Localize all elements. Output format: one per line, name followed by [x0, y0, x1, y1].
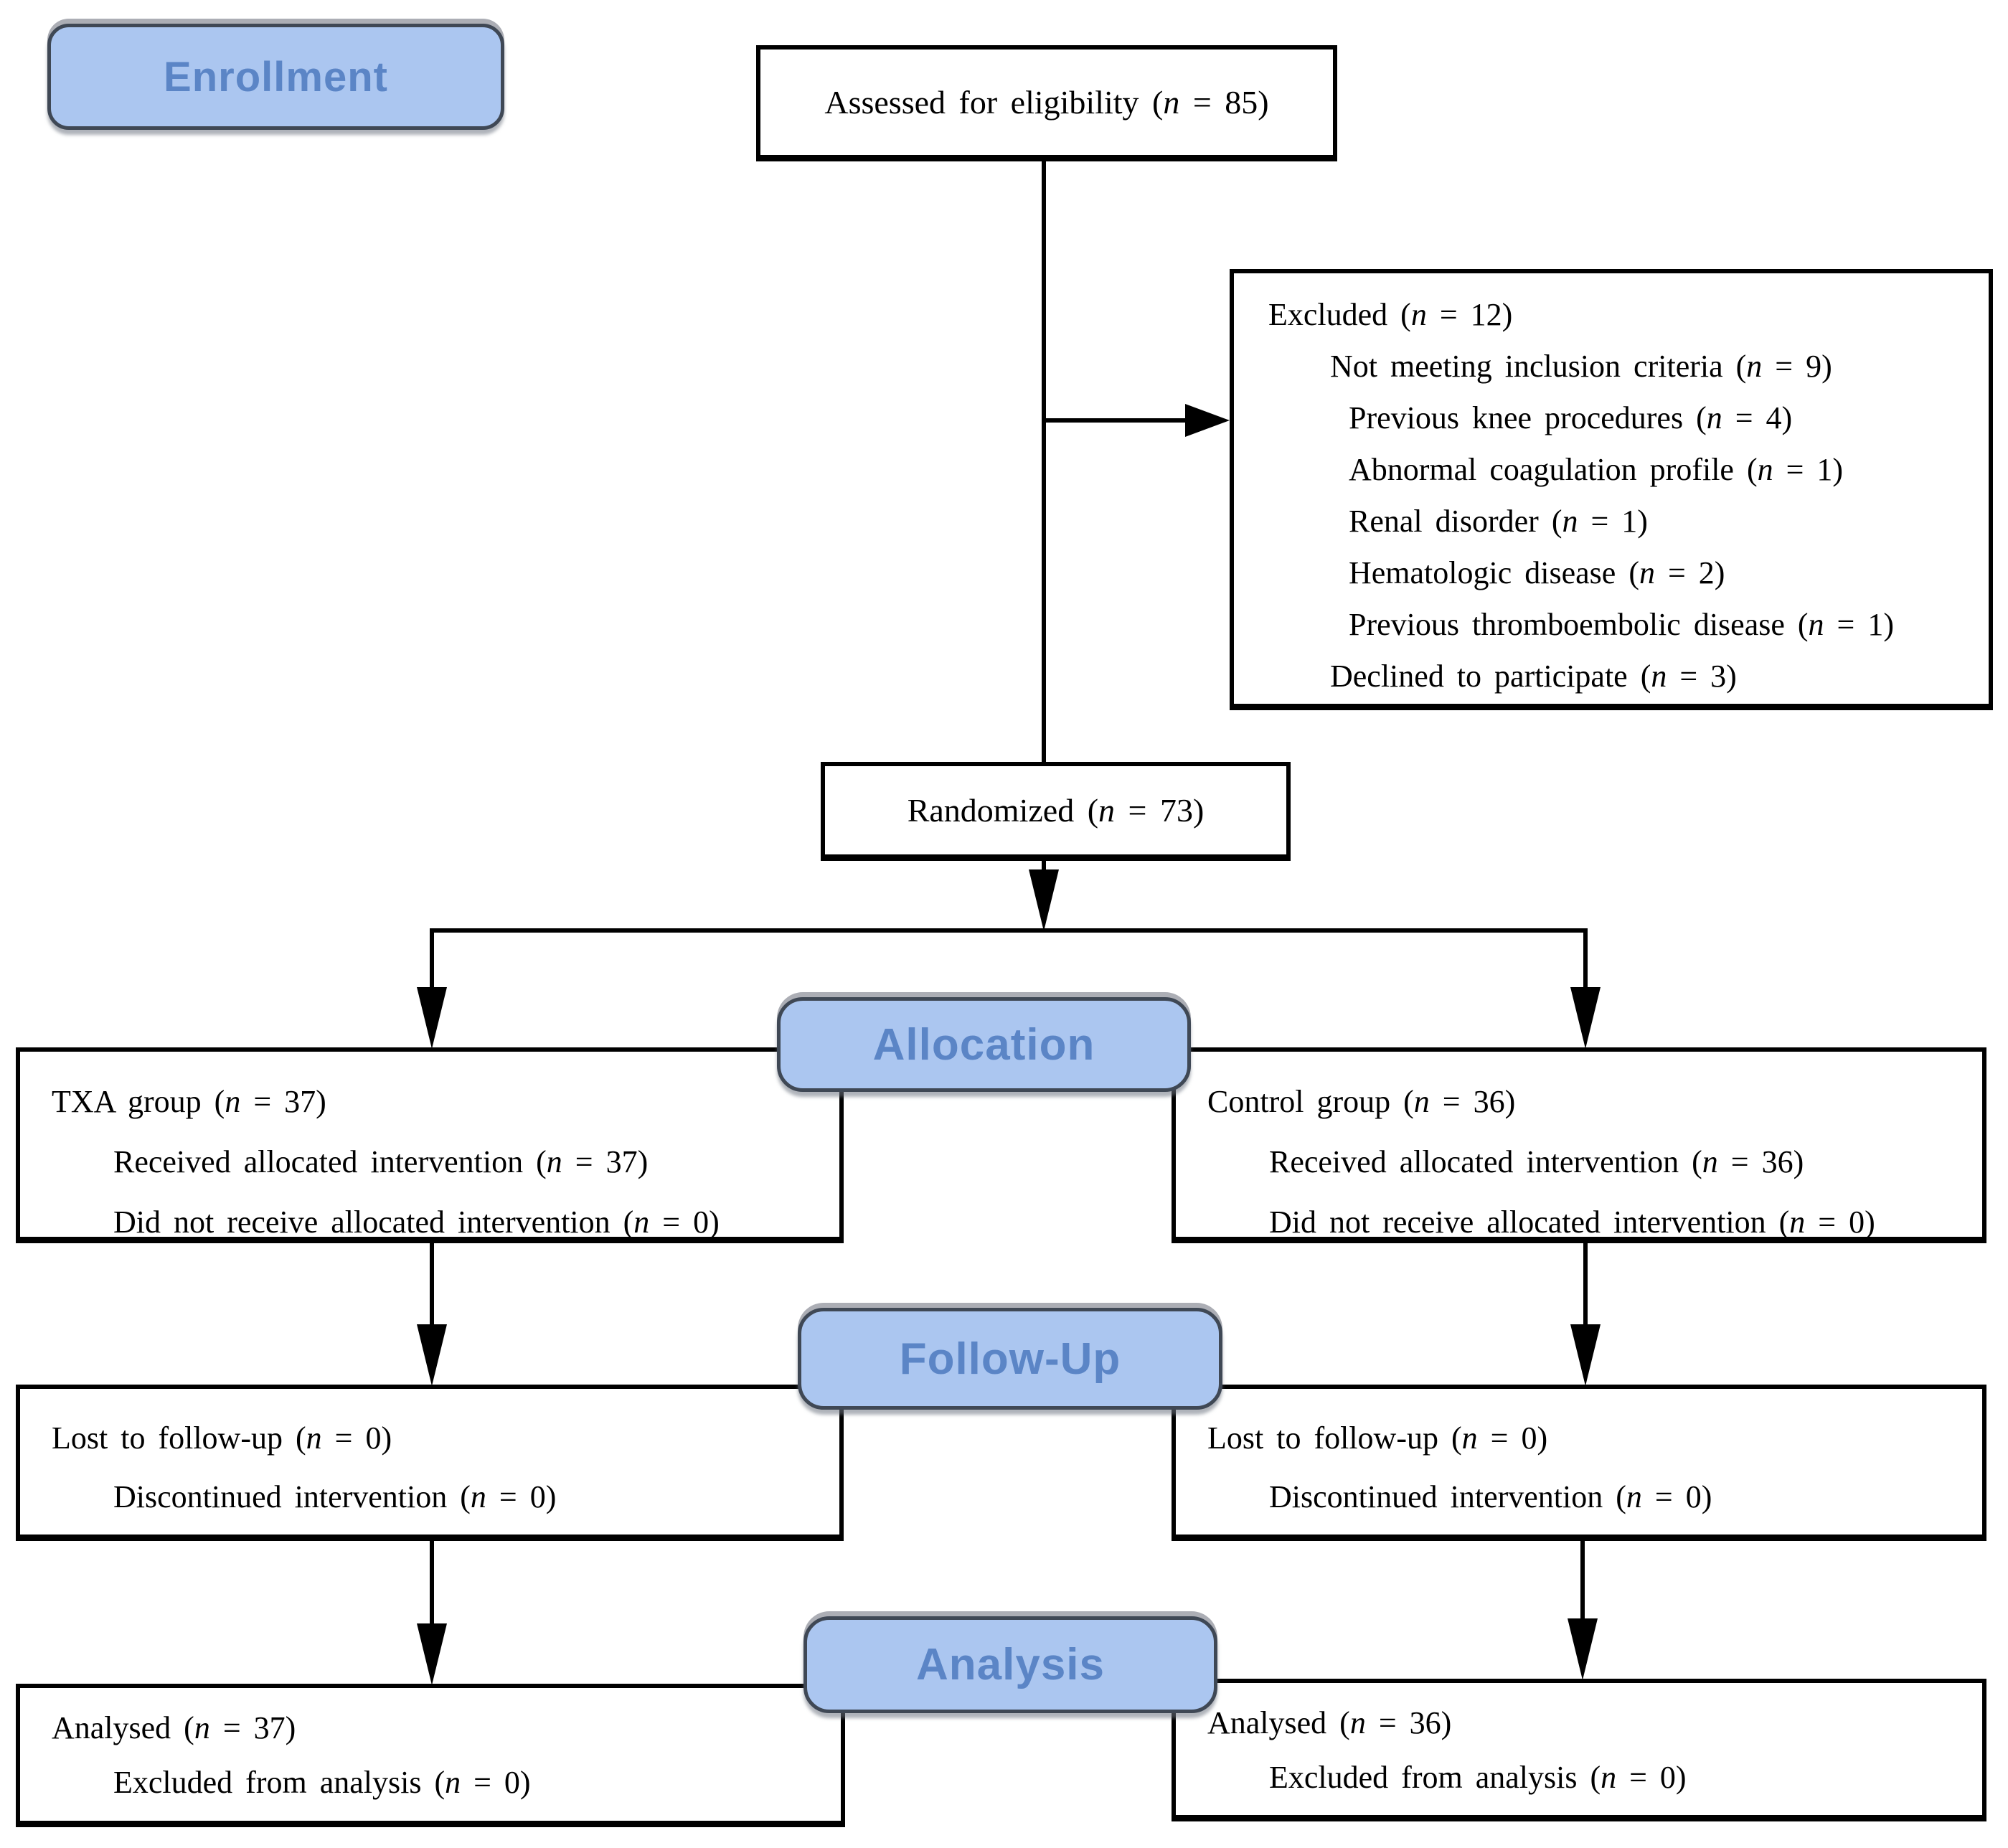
- box-line: TXA group (n = 37): [52, 1084, 326, 1119]
- box-analysed-right: Analysed (n = 36) Excluded from analysis …: [1172, 1679, 1986, 1821]
- arrowhead-into-splitter: [1029, 869, 1059, 931]
- arrowhead-into-excluded: [1185, 404, 1230, 437]
- box-line: Lost to follow-up (n = 0): [52, 1420, 392, 1456]
- box-line: Assessed for eligibility (n = 85): [824, 84, 1269, 121]
- box-line: Previous thromboembolic disease (n = 1): [1349, 607, 1895, 642]
- box-line: Discontinued intervention (n = 0): [113, 1479, 557, 1514]
- box-line: Randomized (n = 73): [907, 792, 1205, 829]
- box-line: Abnormal coagulation profile (n = 1): [1349, 452, 1844, 487]
- box-line: Received allocated intervention (n = 36): [1269, 1144, 1804, 1179]
- arrowhead-into-lost-left: [417, 1324, 447, 1386]
- box-line: Discontinued intervention (n = 0): [1269, 1479, 1712, 1514]
- connector-assessed-to-randomized: [1042, 161, 1046, 764]
- box-line: Not meeting inclusion criteria (n = 9): [1330, 349, 1832, 384]
- box-control-group: Control group (n = 36) Received allocated…: [1172, 1047, 1986, 1243]
- arrowhead-into-analysed-right: [1568, 1618, 1598, 1680]
- connector-txa-to-followup: [430, 1243, 434, 1328]
- box-line: Renal disorder (n = 1): [1349, 504, 1648, 539]
- arrowhead-into-lost-right: [1570, 1324, 1601, 1386]
- box-line: Did not receive allocated intervention (…: [113, 1204, 720, 1240]
- box-randomized: Randomized (n = 73): [821, 762, 1291, 861]
- box-assessed-eligibility: Assessed for eligibility (n = 85): [756, 45, 1337, 161]
- connector-followup-to-analysis-left: [430, 1541, 434, 1626]
- stage-label-followup: Follow-Up: [798, 1308, 1222, 1410]
- connector-allocation-splitter: [432, 928, 1588, 933]
- box-line: Did not receive allocated intervention (…: [1269, 1204, 1875, 1240]
- box-line: Declined to participate (n = 3): [1330, 659, 1737, 694]
- stage-label-analysis: Analysis: [803, 1616, 1217, 1713]
- box-lost-followup-right: Lost to follow-up (n = 0) Discontinued in…: [1172, 1385, 1986, 1541]
- connector-splitter-to-txa: [430, 928, 434, 991]
- stage-label-allocation: Allocation: [777, 997, 1191, 1092]
- connector-branch-to-excluded: [1044, 418, 1191, 423]
- connector-followup-to-analysis-right: [1580, 1541, 1585, 1621]
- arrowhead-into-txa: [417, 987, 447, 1049]
- box-line: Excluded (n = 12): [1268, 297, 1513, 332]
- box-line: Analysed (n = 36): [1207, 1705, 1452, 1740]
- box-line: Previous knee procedures (n = 4): [1349, 400, 1793, 435]
- box-txa-group: TXA group (n = 37) Received allocated int…: [16, 1047, 844, 1243]
- connector-splitter-to-control: [1583, 928, 1588, 991]
- box-line: Control group (n = 36): [1207, 1084, 1516, 1119]
- box-line: Received allocated intervention (n = 37): [113, 1144, 649, 1179]
- box-line: Lost to follow-up (n = 0): [1207, 1420, 1548, 1456]
- box-line: Hematologic disease (n = 2): [1349, 555, 1725, 590]
- box-lost-followup-left: Lost to follow-up (n = 0) Discontinued in…: [16, 1385, 844, 1541]
- box-line: Analysed (n = 37): [52, 1710, 296, 1745]
- arrowhead-into-analysed-left: [417, 1623, 447, 1685]
- box-analysed-left: Analysed (n = 37) Excluded from analysis …: [16, 1684, 845, 1827]
- stage-label-enrollment: Enrollment: [47, 24, 504, 130]
- box-excluded: Excluded (n = 12) Not meeting inclusion c…: [1230, 269, 1993, 710]
- box-line: Excluded from analysis (n = 0): [113, 1765, 531, 1800]
- arrowhead-into-control: [1570, 987, 1601, 1049]
- connector-control-to-followup: [1583, 1243, 1588, 1328]
- box-line: Excluded from analysis (n = 0): [1269, 1760, 1687, 1795]
